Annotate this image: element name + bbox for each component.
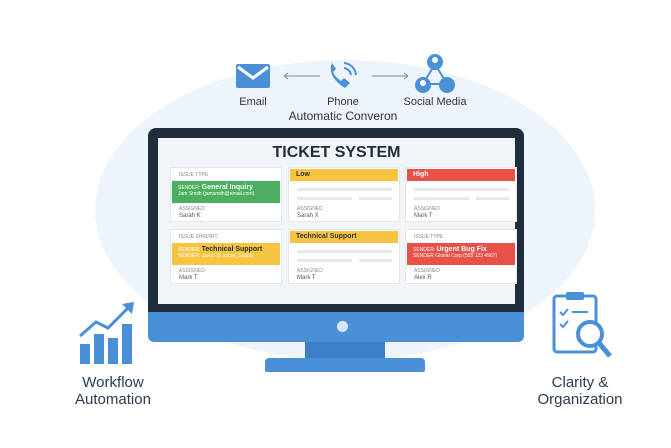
assigned-label: ASSIGNED: [414, 206, 440, 212]
clarity-organization-label: Clarity &Organization: [520, 374, 640, 408]
placeholder-line: [414, 197, 469, 200]
right-line1: Clarity &: [551, 374, 609, 391]
right-line2: Organization: [537, 391, 623, 408]
assignee: Mark T: [414, 213, 433, 219]
card-label: ISSUE SHRDIRT: [179, 234, 218, 240]
card-label: ISSUE TYPE: [414, 234, 444, 240]
placeholder-line: [359, 259, 392, 262]
growth-chart-icon: [79, 302, 134, 364]
ticket-subject: General Inquiry: [201, 184, 253, 191]
left-line1: Workflow: [82, 374, 144, 391]
placeholder-line: [476, 197, 509, 200]
assigned-label: ASSIGNED: [297, 206, 323, 212]
email-label: Email: [239, 96, 267, 108]
ticket-detail: SENDER: Jason @ social_Supply: [178, 253, 254, 259]
assignee: Mark T: [179, 275, 198, 281]
assigned-label: ASSIGNED: [414, 268, 440, 274]
phone-icon: [330, 62, 357, 88]
priority-header: High: [407, 169, 515, 181]
screen-title: TICKET SYSTEM: [272, 144, 401, 161]
priority-header: Low: [290, 169, 398, 181]
placeholder-line: [414, 188, 509, 191]
assignee: Sarah K: [179, 213, 201, 219]
ticket-subject: Technical Support: [201, 246, 263, 253]
placeholder-line: [297, 250, 392, 253]
assigned-label: ASSIGNED: [297, 268, 323, 274]
clipboard-magnifier-icon: [552, 292, 612, 358]
ticket-subject: Urgent Bug Fix: [436, 246, 487, 253]
ticket-detail: SENDER Global Corp (555 123 4567): [413, 253, 498, 259]
left-line2: Automation: [75, 391, 151, 408]
assignee: Alex R: [414, 275, 432, 281]
monitor-base: [265, 358, 425, 372]
assigned-label: ASSIGNED: [179, 206, 205, 212]
assigned-label: ASSIGNED: [179, 268, 205, 274]
power-button: [337, 321, 348, 332]
card-label: ISSUE TYPE: [179, 172, 209, 178]
social-media-label: Social Media: [403, 96, 467, 108]
placeholder-line: [297, 188, 392, 191]
phone-label: Phone: [327, 96, 359, 108]
sender-label: SENDER: [178, 247, 199, 253]
monitor-stand: [305, 342, 385, 360]
arrows: [283, 72, 409, 80]
monitor-chin: [148, 312, 524, 342]
sender-label: SENDER: [178, 185, 199, 191]
sender-label: SENDER: [413, 247, 434, 253]
priority-header: Technical Support: [290, 231, 398, 243]
social-media-icon: [415, 54, 455, 93]
assignee: Sarah X: [297, 213, 319, 219]
email-icon: [236, 64, 270, 88]
ticket-detail: Jam Smith (jamsmith@email.com): [178, 191, 255, 197]
placeholder-line: [297, 259, 352, 262]
assignee: Mark T: [297, 275, 316, 281]
placeholder-line: [297, 197, 352, 200]
channels-caption: Automatic Converon: [288, 109, 398, 123]
placeholder-line: [359, 197, 392, 200]
